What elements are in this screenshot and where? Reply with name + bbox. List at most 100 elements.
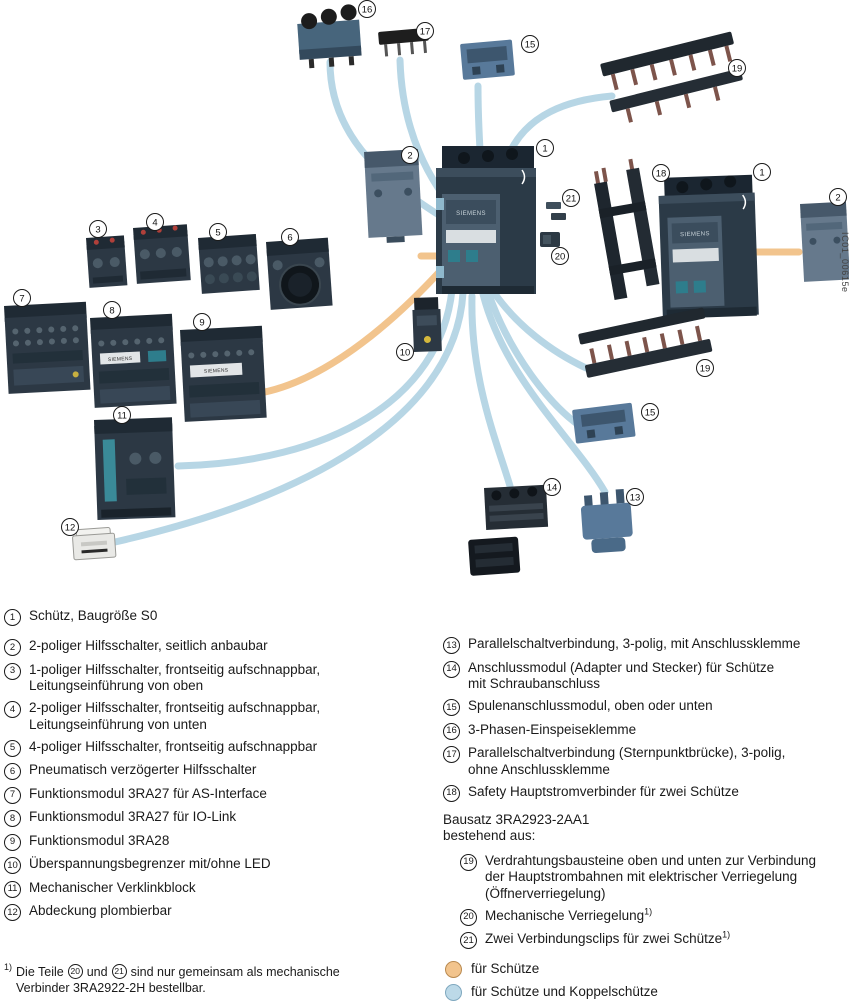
- callout-number: 5: [215, 228, 220, 239]
- legend-item-text: 4-poliger Hilfsschalter, frontseitig auf…: [29, 738, 318, 754]
- component-2-aux-switch-left: [364, 149, 423, 243]
- item-number-badge: 4: [4, 701, 21, 718]
- footnote-text: Die Teile: [16, 964, 64, 979]
- legend-item-text: Überspannungsbegrenzer mit/ohne LED: [29, 856, 271, 871]
- legend-item-text: Pneumatisch verzögerter Hilfsschalter: [29, 762, 257, 777]
- component-6-pneumatic-delay: [266, 237, 333, 310]
- legend-item-text: 1-poliger Hilfsschalter, frontseitig auf…: [29, 661, 321, 694]
- callout-number: 12: [65, 523, 76, 534]
- item-number-badge: 7: [4, 786, 21, 804]
- item-number-badge: 14: [443, 660, 460, 678]
- callout-5: 5: [209, 223, 227, 241]
- component-10-surge-suppressor: [412, 297, 442, 352]
- legend-item-text: Funktionsmodul 3RA28: [29, 832, 170, 848]
- callout-7: 7: [13, 289, 31, 307]
- legend-item-text: Mechanischer Verklinkblock: [29, 879, 196, 895]
- callout-number: 9: [199, 318, 204, 329]
- legend-item-text: Funktionsmodul 3RA27 für IO-Link: [29, 809, 237, 824]
- callout-15: 15: [641, 403, 659, 421]
- component-11-latch-block: [94, 417, 176, 520]
- item-number-badge: 9: [4, 833, 21, 851]
- callout-number: 3: [95, 225, 100, 236]
- legend-right-items: 13 Parallelschaltverbindung, 3-polig, mit…: [443, 636, 845, 802]
- item-number-badge: 19: [460, 853, 477, 871]
- exploded-diagram: SIEMENS SIEMENS: [4, 0, 849, 576]
- callout-6: 6: [281, 228, 299, 246]
- callout-number: 15: [645, 408, 656, 419]
- callout-11: 11: [113, 406, 131, 424]
- component-19-wiring-busbar-top: [600, 31, 743, 123]
- legend-item-text: Parallelschaltverbindung (Sternpunktbrüc…: [468, 745, 786, 777]
- callout-number: 14: [547, 483, 558, 494]
- component-1-contactor-center: SIEMENS: [436, 146, 536, 294]
- callout-1: 1: [536, 139, 554, 157]
- callout-number: 13: [630, 493, 641, 504]
- component-4-aux-2pole: [133, 224, 191, 284]
- callout-number: 17: [420, 27, 431, 38]
- footnote-text: und: [86, 964, 108, 979]
- callout-17: 17: [416, 22, 434, 40]
- brand-label: SIEMENS: [456, 211, 486, 217]
- callout-number: 6: [287, 233, 292, 244]
- color-key-row: für Schütze und Koppelschütze: [445, 984, 845, 1001]
- item-number-badge: 10: [4, 857, 21, 874]
- callout-20: 20: [551, 247, 569, 265]
- color-key-dot: [445, 984, 462, 1001]
- item-number-badge: 1: [4, 609, 21, 626]
- item-number-badge: 13: [443, 637, 460, 654]
- legend-item: 5 4-poliger Hilfsschalter, frontseitig au…: [4, 739, 436, 757]
- item-number-badge: 3: [4, 662, 21, 680]
- item-number-badge: 11: [4, 880, 21, 898]
- legend-item-text: Mechanische Verriegelung1): [485, 906, 653, 923]
- callout-number: 10: [400, 348, 411, 359]
- legend-item-text: 3-Phasen-Einspeiseklemme: [468, 721, 637, 737]
- callout-16: 16: [358, 0, 376, 18]
- callout-13: 13: [626, 488, 644, 506]
- legend-item-text: Parallelschaltverbindung, 3-polig, mit A…: [468, 636, 801, 651]
- legend-item: 9 Funktionsmodul 3RA28: [4, 833, 436, 851]
- callout-number: 1: [759, 168, 764, 179]
- connection-tubes-blue: [111, 56, 616, 546]
- component-14-adapter-module: [483, 484, 549, 530]
- callout-number: 2: [407, 151, 412, 162]
- item-number-badge: 20: [460, 908, 477, 926]
- brand-label: SIEMENS: [108, 356, 133, 363]
- legend-item: 10 Überspannungsbegrenzer mit/ohne LED: [4, 856, 436, 874]
- callout-9: 9: [193, 313, 211, 331]
- legend-item: 11 Mechanischer Verklinkblock: [4, 880, 436, 898]
- callout-12: 12: [61, 518, 79, 536]
- item-number-badge: 2: [4, 639, 21, 656]
- legend-item-text: Schütz, Baugröße S0: [29, 608, 158, 623]
- legend-item: 1 Schütz, Baugröße S0: [4, 608, 436, 626]
- brand-label: SIEMENS: [204, 368, 229, 375]
- color-key-dot: [445, 961, 462, 978]
- kit-title-line1: Bausatz 3RA2923-2AA1: [443, 811, 590, 827]
- component-7-function-module-asi: [4, 301, 91, 394]
- item-number-badge: 5: [4, 739, 21, 757]
- component-14-plug: [468, 536, 521, 576]
- legend-item-text: Zwei Verbindungsclips für zwei Schütze1): [485, 929, 731, 946]
- item-number-badge: 21: [111, 964, 127, 980]
- callout-19: 19: [728, 59, 746, 77]
- color-key-row: für Schütze: [445, 961, 845, 978]
- callout-number: 18: [656, 169, 667, 180]
- callout-8: 8: [103, 301, 121, 319]
- callout-number: 21: [566, 194, 577, 205]
- kit-title: Bausatz 3RA2923-2AA1 bestehend aus:: [443, 812, 845, 845]
- component-18-safety-connector: [593, 158, 660, 301]
- color-key-label: für Schütze: [471, 961, 540, 977]
- callout-2: 2: [401, 146, 419, 164]
- callout-number: 2: [835, 193, 840, 204]
